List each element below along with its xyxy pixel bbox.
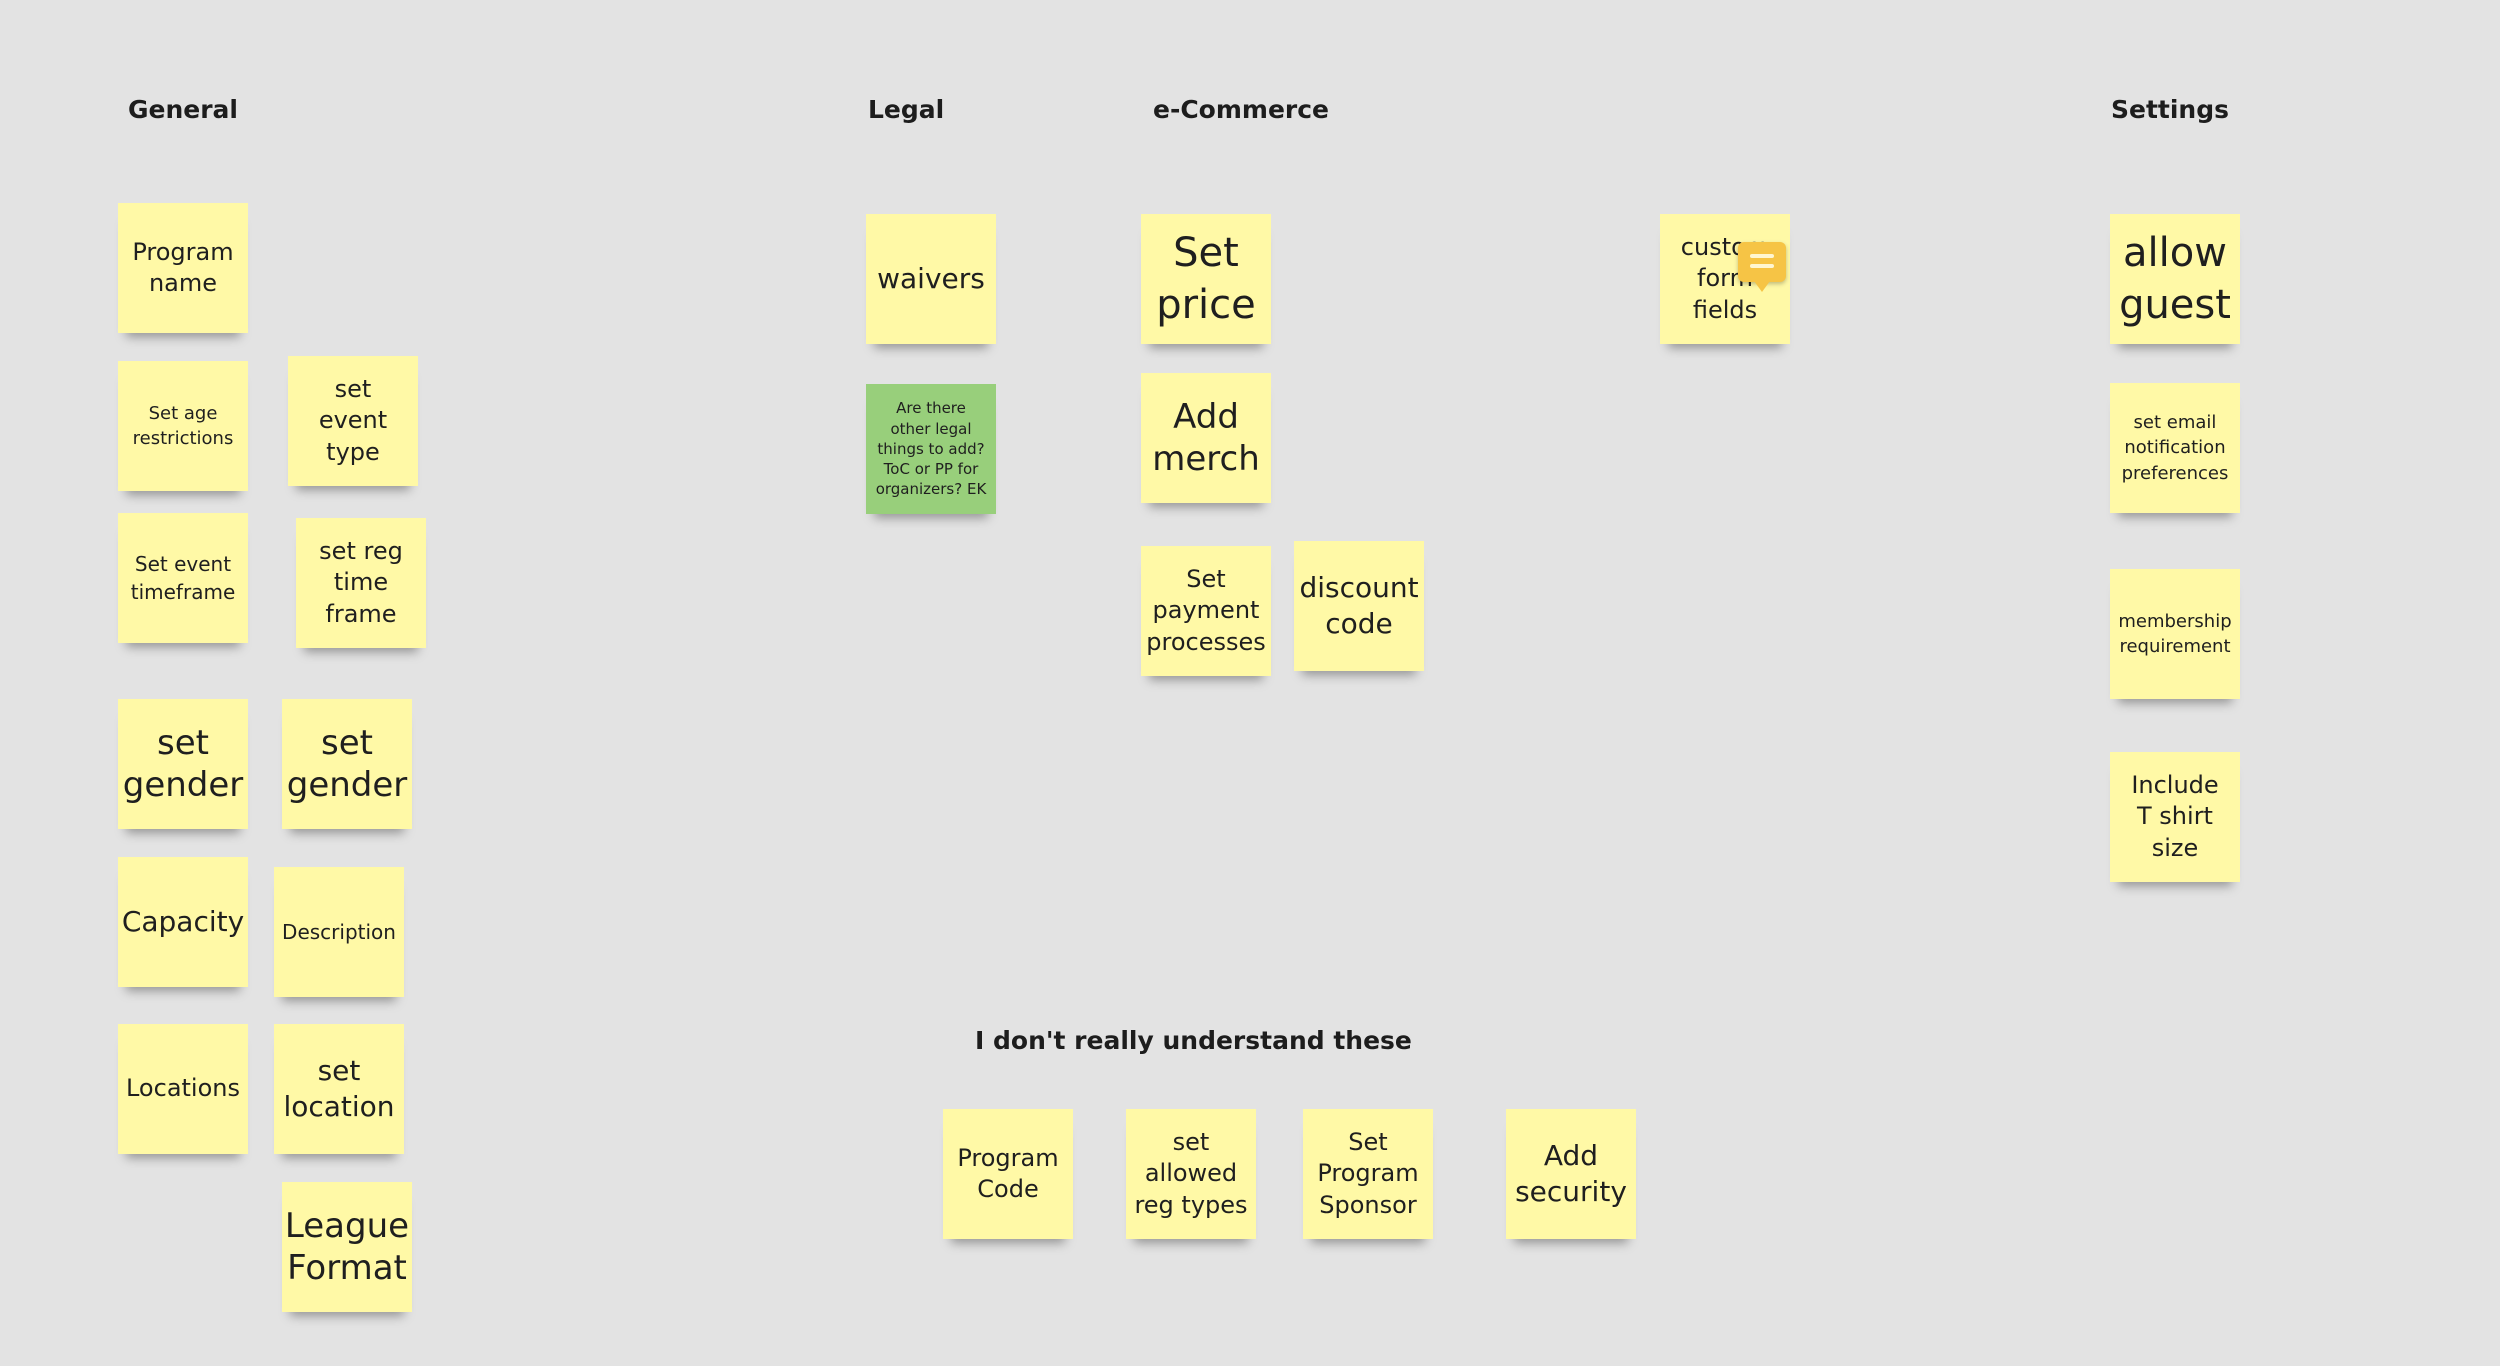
sticky-note-program-name[interactable]: Program name <box>118 203 248 333</box>
sticky-note-include-t-shirt-size[interactable]: Include T shirt size <box>2110 752 2240 882</box>
sticky-note-set-gender-duplicate[interactable]: set gender <box>282 699 412 829</box>
sticky-note-set-event-type[interactable]: set event type <box>288 356 418 486</box>
sticky-note-set-age-restrictions[interactable]: Set age restrictions <box>118 361 248 491</box>
sticky-note-set-allowed-reg-types[interactable]: set allowed reg types <box>1126 1109 1256 1239</box>
sticky-note-description[interactable]: Description <box>274 867 404 997</box>
comment-line-icon <box>1750 264 1774 268</box>
sticky-note-set-payment-processes[interactable]: Set payment processes <box>1141 546 1271 676</box>
comment-icon[interactable] <box>1738 242 1786 292</box>
heading-legal: Legal <box>868 95 945 124</box>
heading-unclear: I don't really understand these <box>975 1026 1412 1055</box>
sticky-note-set-reg-time-frame[interactable]: set reg time frame <box>296 518 426 648</box>
comment-line-icon <box>1750 254 1774 258</box>
sticky-note-allow-guest[interactable]: allow guest <box>2110 214 2240 344</box>
sticky-note-program-code[interactable]: Program Code <box>943 1109 1073 1239</box>
sticky-note-set-gender[interactable]: set gender <box>118 699 248 829</box>
sticky-note-set-event-timeframe[interactable]: Set event timeframe <box>118 513 248 643</box>
sticky-note-add-merch[interactable]: Add merch <box>1141 373 1271 503</box>
sticky-note-waivers[interactable]: waivers <box>866 214 996 344</box>
heading-general: General <box>128 95 238 124</box>
sticky-note-other-legal-question[interactable]: Are there other legal things to add? ToC… <box>866 384 996 514</box>
sticky-note-set-program-sponsor[interactable]: Set Program Sponsor <box>1303 1109 1433 1239</box>
heading-settings: Settings <box>2111 95 2230 124</box>
heading-ecommerce: e-Commerce <box>1153 95 1330 124</box>
sticky-note-set-email-notification-preferences[interactable]: set email notification preferences <box>2110 383 2240 513</box>
sticky-note-capacity[interactable]: Capacity <box>118 857 248 987</box>
sticky-note-locations[interactable]: Locations <box>118 1024 248 1154</box>
sticky-note-membership-requirement[interactable]: membership requirement <box>2110 569 2240 699</box>
sticky-note-discount-code[interactable]: discount code <box>1294 541 1424 671</box>
sticky-note-set-price[interactable]: Set price <box>1141 214 1271 344</box>
sticky-note-league-format[interactable]: League Format <box>282 1182 412 1312</box>
sticky-note-add-security[interactable]: Add security <box>1506 1109 1636 1239</box>
sticky-note-set-location[interactable]: set location <box>274 1024 404 1154</box>
